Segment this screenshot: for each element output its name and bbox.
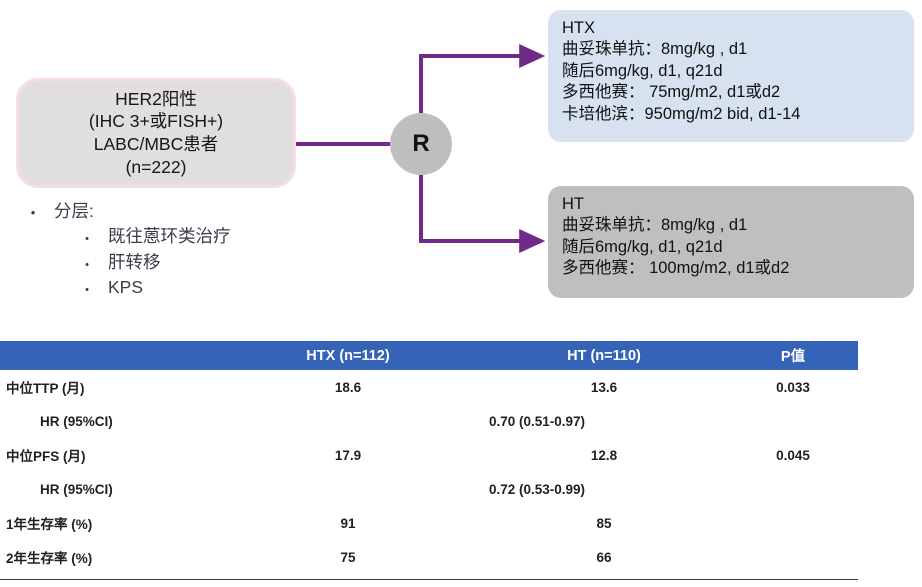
bullet-dot-icon: •	[85, 233, 89, 246]
trial-design-diagram: HER2阳性 (IHC 3+或FISH+) LABC/MBC患者 (n=222)…	[16, 10, 914, 302]
population-box: HER2阳性 (IHC 3+或FISH+) LABC/MBC患者 (n=222)	[16, 78, 296, 188]
row-ht-value: 12.8	[590, 447, 618, 463]
bullet-dot-icon: •	[85, 284, 89, 297]
row-metric: 中位TTP (月)	[6, 381, 85, 396]
arm-htx-line-3: 多西他赛： 75mg/m2, d1或d2	[562, 83, 781, 102]
randomization-node: R	[390, 113, 452, 175]
table-row: HR (95%CI) 0.70 (0.51-0.97)	[0, 404, 858, 438]
arm-htx-line-2: 随后6mg/kg, d1, q21d	[562, 61, 723, 80]
stratification-heading: 分层:	[54, 201, 94, 221]
table-bottom-rule	[0, 579, 858, 580]
row-ht-value: 66	[596, 549, 612, 565]
table-header-htx: HTX (n=112)	[216, 341, 480, 370]
list-item: • KPS	[80, 276, 318, 298]
row-span-value: 0.72 (0.53-0.99)	[488, 481, 586, 497]
connector-lines	[296, 44, 546, 253]
table-header-metric	[0, 341, 216, 370]
treatment-arm-ht: HT 曲妥珠单抗：8mg/kg , d1 随后6mg/kg, d1, q21d …	[548, 186, 914, 298]
arm-htx-line-4: 卡培他滨：950mg/m2 bid, d1-14	[562, 104, 801, 123]
row-metric: 中位PFS (月)	[6, 449, 86, 464]
row-p-value: 0.033	[776, 379, 810, 395]
row-ht-value: 85	[596, 515, 612, 531]
population-line-3: LABC/MBC患者	[93, 134, 219, 154]
results-table: HTX (n=112) HT (n=110) P值 中位TTP (月) 18.6…	[0, 341, 858, 574]
population-line-1: HER2阳性	[115, 88, 197, 109]
row-htx-value: 18.6	[334, 379, 362, 395]
list-item: • 肝转移	[80, 251, 318, 273]
arm-ht-line-3: 多西他赛： 100mg/m2, d1或d2	[562, 259, 790, 278]
bullet-dot-icon: •	[85, 258, 89, 271]
row-metric: HR (95%CI)	[40, 481, 113, 497]
arm-ht-title: HT	[562, 195, 584, 213]
arm-htx-line-1: 曲妥珠单抗：8mg/kg , d1	[562, 40, 748, 59]
row-span-value: 0.70 (0.51-0.97)	[488, 413, 586, 429]
row-htx-value: 17.9	[334, 447, 362, 463]
row-htx-value: 75	[340, 549, 356, 565]
table-header-p: P值	[728, 341, 858, 370]
table-row: 中位TTP (月) 18.6 13.6 0.033	[0, 370, 858, 404]
stratification-item-label: KPS	[108, 277, 144, 298]
row-htx-value: 91	[340, 515, 356, 531]
row-ht-value: 13.6	[590, 379, 618, 395]
list-item: • 既往蒽环类治疗	[80, 225, 318, 247]
treatment-arm-htx: HTX 曲妥珠单抗：8mg/kg , d1 随后6mg/kg, d1, q21d…	[548, 10, 914, 142]
row-metric: HR (95%CI)	[40, 413, 113, 429]
stratification-heading-row: • 分层:	[26, 200, 318, 222]
arm-ht-line-1: 曲妥珠单抗：8mg/kg , d1	[562, 216, 748, 235]
table-header-ht: HT (n=110)	[480, 341, 728, 370]
row-p-value	[728, 540, 858, 574]
stratification-item-label: 既往蒽环类治疗	[108, 226, 231, 247]
stratification-list: • 分层: • 既往蒽环类治疗 • 肝转移 • KPS	[18, 200, 318, 302]
row-metric: 2年生存率 (%)	[6, 551, 93, 566]
row-metric: 1年生存率 (%)	[6, 517, 93, 532]
table-header-row: HTX (n=112) HT (n=110) P值	[0, 341, 858, 370]
table-row: HR (95%CI) 0.72 (0.53-0.99)	[0, 472, 858, 506]
population-line-2: (IHC 3+或FISH+)	[88, 111, 224, 132]
stratification-item-label: 肝转移	[108, 251, 161, 272]
table-row: 2年生存率 (%) 75 66	[0, 540, 858, 574]
row-p-value	[728, 506, 858, 540]
row-p-value: 0.045	[776, 447, 810, 463]
arm-ht-line-2: 随后6mg/kg, d1, q21d	[562, 237, 723, 256]
bullet-dot-icon: •	[30, 205, 36, 220]
table-row: 中位PFS (月) 17.9 12.8 0.045	[0, 438, 858, 472]
arm-htx-title: HTX	[562, 19, 595, 37]
table-row: 1年生存率 (%) 91 85	[0, 506, 858, 540]
population-line-4: (n=222)	[125, 156, 187, 177]
